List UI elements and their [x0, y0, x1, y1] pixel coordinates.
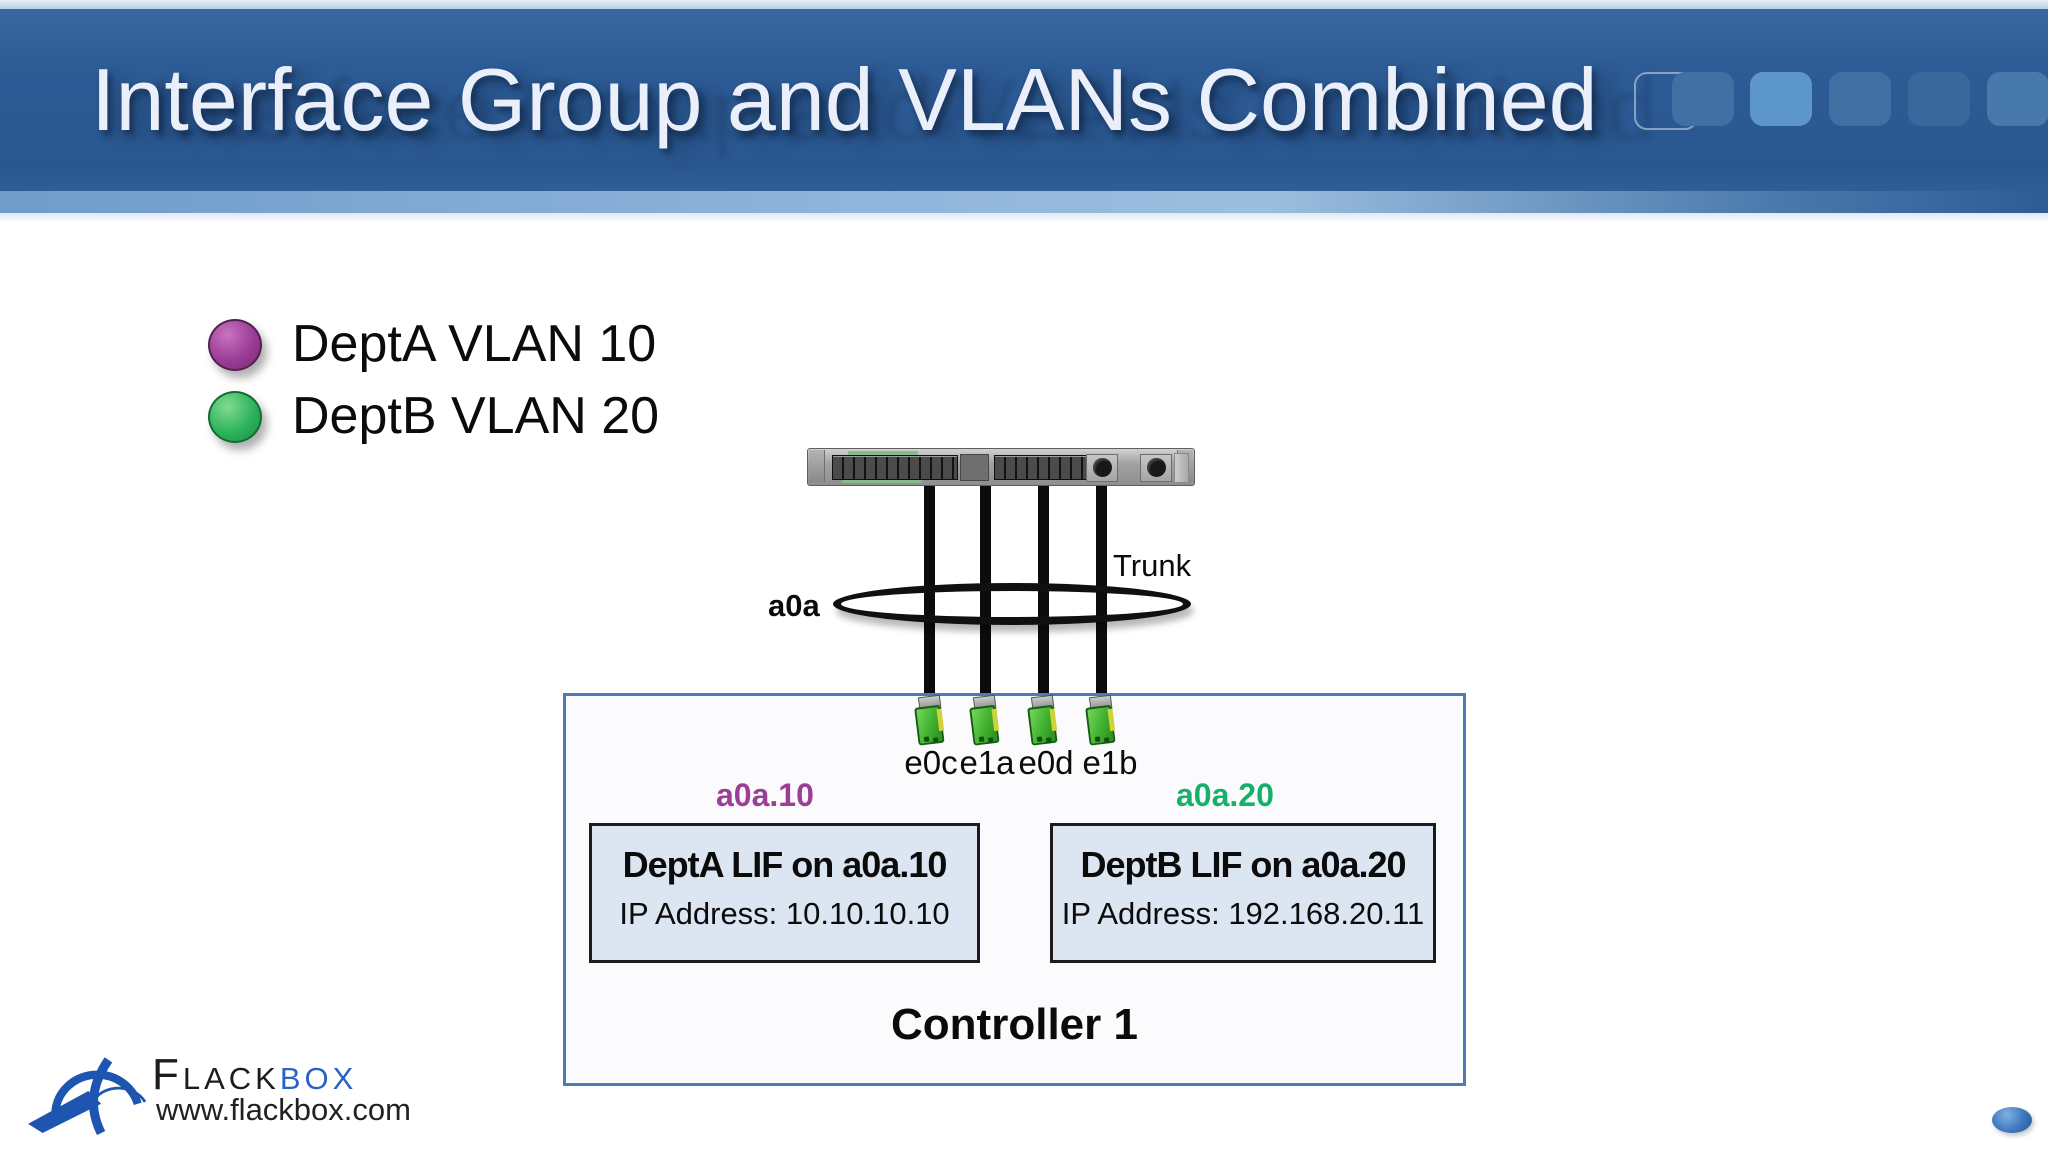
rj45-pins — [923, 736, 930, 742]
switch-rack-ear-left — [809, 450, 825, 482]
header-top-strip — [0, 0, 2048, 9]
controller-label: Controller 1 — [891, 1000, 1138, 1049]
rj45-pins — [978, 736, 985, 742]
psu-connector-icon — [1146, 458, 1166, 477]
decor-square — [1829, 72, 1891, 126]
switch-port-bank-left — [832, 455, 958, 480]
switch-psu-socket-1 — [1086, 454, 1118, 482]
brand-flack: Flack — [152, 1050, 280, 1099]
rj45-plug-icon — [968, 694, 1004, 749]
header-bottom-strip — [0, 191, 2048, 213]
switch-psu-socket-2 — [1140, 454, 1172, 482]
page-title-ghost: Interface Group and VLANs Combined — [150, 60, 1657, 159]
header-fade — [0, 213, 2048, 223]
vlan20-legend-label: DeptB VLAN 20 — [292, 387, 660, 445]
lif-box-deptb: DeptB LIF on a0a.20 IP Address: 192.168.… — [1050, 823, 1436, 963]
lif-box-depta: DeptA LIF on a0a.10 IP Address: 10.10.10… — [589, 823, 980, 963]
brand-url: www.flackbox.com — [156, 1092, 411, 1127]
decor-square — [1908, 72, 1970, 126]
switch-vent-panel — [1174, 453, 1189, 483]
brand-box: box — [279, 1050, 358, 1099]
rj45-plug-icon — [1084, 694, 1120, 749]
decor-square-bright — [1750, 72, 1812, 126]
interface-group-ellipse — [833, 583, 1191, 625]
vlan20-legend-dot — [208, 391, 262, 443]
brand-wordmark: Flackbox — [152, 1050, 357, 1100]
lif-ip-address: IP Address: 10.10.10.10 — [619, 896, 950, 931]
port-label-e1a: e1a — [959, 744, 1015, 781]
vlan10-legend-label: DeptA VLAN 10 — [292, 315, 657, 373]
vlan-interface-label-a0a20: a0a.20 — [1176, 777, 1274, 813]
flackbox-bridge-icon — [28, 1046, 156, 1141]
interface-group-label: a0a — [768, 588, 820, 623]
lif-title: DeptA LIF on a0a.10 — [622, 844, 948, 885]
port-label-e0c: e0c — [904, 744, 958, 781]
switch-accent-strip — [848, 451, 918, 455]
rj45-pins — [1094, 736, 1101, 742]
header-banner: Interface Group and VLANs Combined Inter… — [0, 9, 2048, 213]
lif-title: DeptB LIF on a0a.20 — [1080, 844, 1406, 885]
rj45-plug-icon — [1026, 694, 1062, 749]
decor-square — [1987, 72, 2048, 126]
switch-module — [960, 454, 989, 481]
lif-ip-address: IP Address: 192.168.20.11 — [1061, 896, 1425, 931]
vlan10-legend-dot — [208, 319, 262, 371]
decor-square — [1672, 72, 1734, 126]
rj45-pins — [1036, 736, 1043, 742]
port-label-e1b: e1b — [1082, 744, 1138, 781]
decorative-blue-dot — [1992, 1107, 2032, 1133]
rj45-plug-icon — [913, 694, 949, 749]
vlan-interface-label-a0a10: a0a.10 — [716, 777, 814, 813]
rack-switch-icon — [807, 448, 1195, 486]
psu-connector-icon — [1092, 458, 1112, 477]
switch-accent-strip — [842, 479, 922, 483]
page-title: Interface Group and VLANs Combined — [91, 50, 1598, 149]
trunk-label: Trunk — [1113, 548, 1192, 583]
port-label-e0d: e0d — [1018, 744, 1074, 781]
